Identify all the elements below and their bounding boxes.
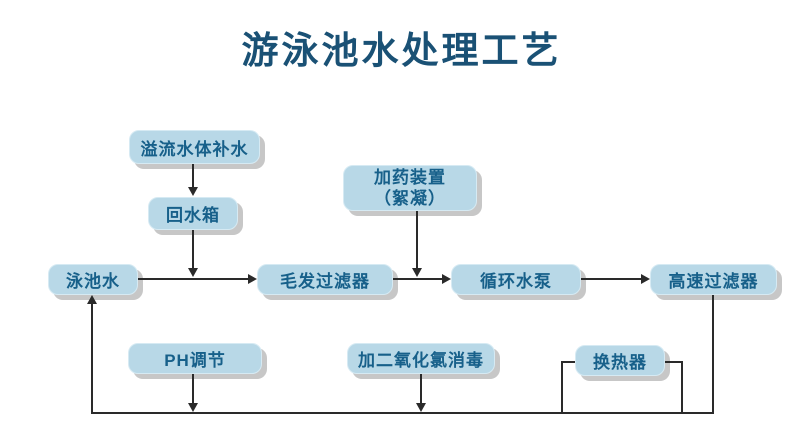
node-overflow-makeup-label: 溢流水体补水 <box>140 139 249 159</box>
node-dosing-device-label-line2: （絮凝） <box>374 189 446 208</box>
edge-filter-down-line <box>712 295 714 414</box>
node-high-speed-filter: 高速过滤器 <box>650 264 777 295</box>
edge-chlorine-down-line <box>420 374 422 404</box>
edge-heat-exchanger-right-stub <box>665 361 683 363</box>
edge-heat-exchanger-left-stub <box>561 361 575 363</box>
node-ph-adjust: PH调节 <box>128 343 262 374</box>
node-dosing-device: 加药装置 （絮凝） <box>343 165 477 211</box>
edge-ph-down-line <box>192 374 194 404</box>
edge-dosing-to-main-line <box>416 211 418 268</box>
node-hair-filter-label: 毛发过滤器 <box>280 272 370 291</box>
arrowhead-up-into-pool-water <box>87 295 97 304</box>
edge-hair-to-pump-line <box>393 278 442 280</box>
edge-overflow-to-return-line <box>192 164 194 187</box>
node-pool-water-label: 泳池水 <box>66 272 120 291</box>
arrowhead-down-dosing <box>412 268 422 277</box>
node-dosing-device-label-line1: 加药装置 <box>374 168 446 187</box>
node-return-tank-label: 回水箱 <box>166 206 220 225</box>
arrowhead-down-chlorine <box>416 403 426 412</box>
edge-bottom-return-line <box>91 412 714 414</box>
edge-return-to-main-line <box>192 230 194 268</box>
arrowhead-right-into-hair-filter <box>248 274 257 284</box>
arrowhead-down-onto-main-line <box>188 268 198 277</box>
node-heat-exchanger-label: 换热器 <box>593 353 647 372</box>
edge-return-up-line <box>91 304 93 414</box>
arrowhead-down-ph <box>188 403 198 412</box>
node-high-speed-filter-label: 高速过滤器 <box>668 272 759 291</box>
node-hair-filter: 毛发过滤器 <box>257 264 393 295</box>
edge-pool-to-hair-line <box>138 278 249 280</box>
edge-heat-exchanger-left-drop <box>561 361 563 414</box>
edge-pump-to-filter-line <box>581 278 641 280</box>
arrowhead-right-into-high-speed-filter <box>641 274 650 284</box>
node-chlorine-dioxide-label: 加二氧化氯消毒 <box>358 351 484 370</box>
node-circulation-pump-label: 循环水泵 <box>480 272 552 291</box>
node-heat-exchanger: 换热器 <box>575 345 665 376</box>
node-chlorine-dioxide: 加二氧化氯消毒 <box>347 343 495 374</box>
edge-heat-exchanger-right-drop <box>681 361 683 414</box>
node-pool-water: 泳池水 <box>48 264 138 295</box>
node-ph-adjust-label: PH调节 <box>164 351 226 370</box>
arrowhead-right-into-pump <box>442 274 451 284</box>
node-overflow-makeup: 溢流水体补水 <box>129 130 260 164</box>
arrowhead-down-into-return-tank <box>188 187 198 196</box>
node-circulation-pump: 循环水泵 <box>451 264 581 295</box>
page-title: 游泳池水处理工艺 <box>241 28 562 72</box>
node-return-tank: 回水箱 <box>148 197 238 230</box>
